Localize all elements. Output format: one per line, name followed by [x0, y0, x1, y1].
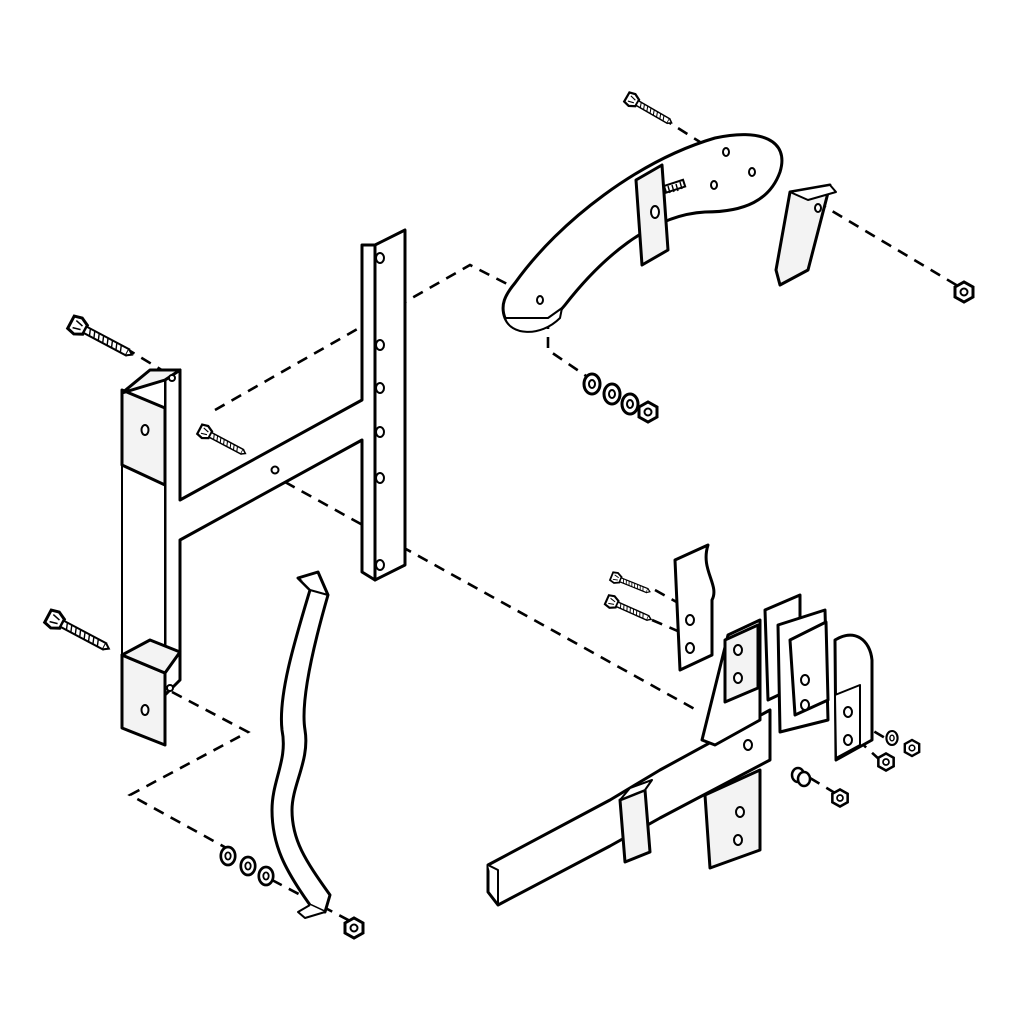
- washer-icon: [885, 729, 899, 747]
- washer-icon: [219, 845, 237, 867]
- washer-icon: [257, 865, 275, 887]
- washer-icon: [582, 372, 602, 396]
- bracket-hole: [375, 426, 385, 438]
- washer-icon: [239, 855, 257, 877]
- lower-right-assembly: [486, 543, 874, 907]
- screw-icon: [603, 592, 655, 627]
- washer-icon: [620, 392, 640, 416]
- bracket-hole: [140, 704, 150, 716]
- bracket-hole: [375, 339, 385, 351]
- nut-icon: [343, 916, 365, 940]
- screw-icon: [622, 90, 677, 130]
- spring-rod: [270, 570, 332, 919]
- bracket-hole: [270, 465, 280, 475]
- h-frame-bracket: [120, 228, 407, 747]
- nut-icon: [637, 400, 659, 424]
- nut-icon: [831, 788, 849, 808]
- washer-icon: [602, 382, 622, 406]
- screw-icon: [195, 422, 250, 461]
- nut-icon: [903, 738, 921, 758]
- bracket-hole: [140, 424, 150, 436]
- bracket-hole: [375, 472, 385, 484]
- curved-arm: [501, 133, 784, 333]
- spacer-icon: [790, 766, 812, 788]
- nut-icon: [953, 280, 975, 304]
- bracket-hole: [375, 252, 385, 264]
- bracket-hole: [168, 374, 176, 382]
- bracket-hole: [166, 684, 174, 692]
- bracket-hole: [375, 382, 385, 394]
- side-plate: [774, 183, 837, 287]
- fasteners: [42, 90, 975, 940]
- nut-icon: [877, 752, 895, 772]
- screw-icon: [608, 570, 653, 598]
- screw-icon: [42, 606, 115, 659]
- bracket-hole: [375, 559, 385, 571]
- screw-icon: [65, 312, 138, 365]
